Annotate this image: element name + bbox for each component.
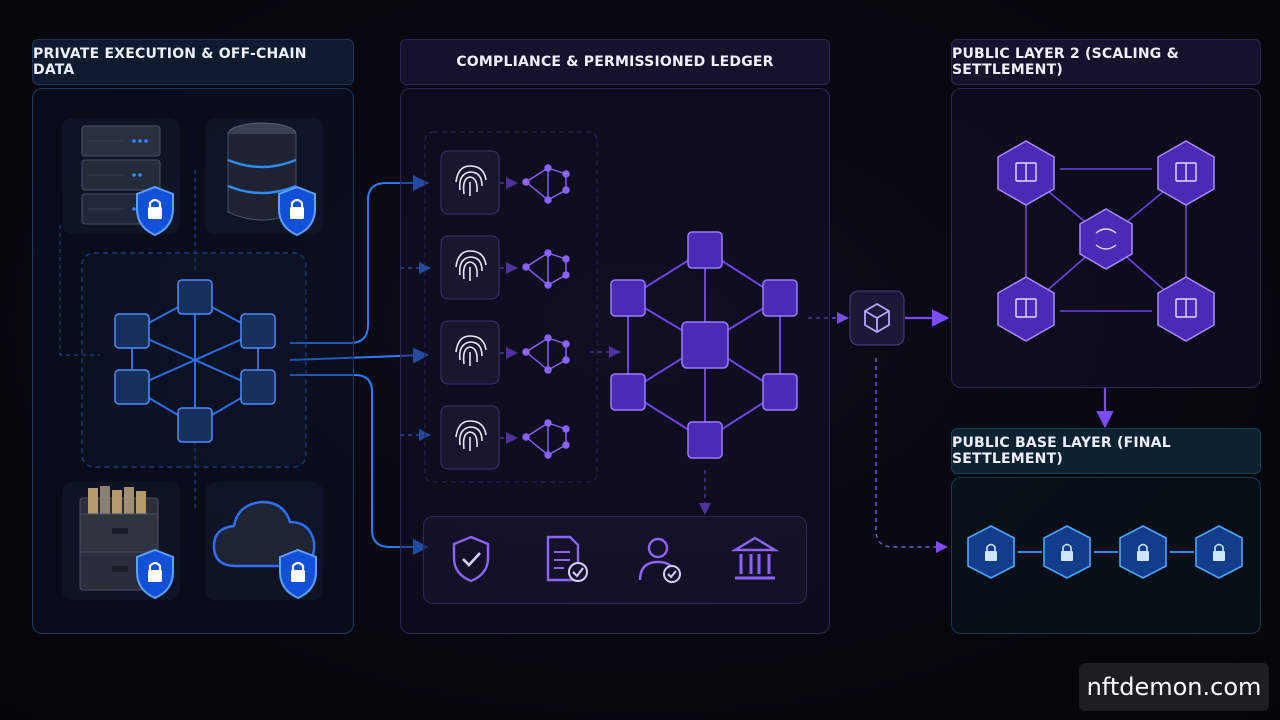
identity-rows bbox=[440, 150, 570, 470]
shield-check-icon bbox=[452, 535, 490, 583]
user-verified-icon bbox=[638, 537, 681, 583]
shield-lock-icon bbox=[278, 185, 316, 237]
watermark: nftdemon.com bbox=[1079, 663, 1269, 711]
cloud-icon bbox=[212, 500, 316, 568]
layer2-rollup-mesh bbox=[997, 140, 1215, 342]
shield-lock-icon bbox=[279, 548, 317, 600]
bank-icon bbox=[731, 536, 779, 580]
fingerprint-icon bbox=[440, 235, 500, 300]
permissioned-ledger-mesh bbox=[610, 231, 798, 459]
layer2-header: PUBLIC LAYER 2 (SCALING & SETTLEMENT) bbox=[951, 39, 1261, 85]
base-layer-chain bbox=[967, 525, 1243, 579]
private-execution-header: PRIVATE EXECUTION & OFF-CHAIN DATA bbox=[32, 39, 354, 85]
fingerprint-icon bbox=[440, 405, 500, 470]
shield-lock-icon bbox=[136, 185, 174, 237]
base-layer-header: PUBLIC BASE LAYER (FINAL SETTLEMENT) bbox=[951, 428, 1261, 474]
compliance-header: COMPLIANCE & PERMISSIONED LEDGER bbox=[400, 39, 830, 85]
private-execution-mesh bbox=[114, 279, 276, 443]
shield-lock-icon bbox=[136, 548, 174, 600]
file-cabinet-icon bbox=[79, 486, 159, 591]
document-check-icon bbox=[546, 535, 588, 582]
fingerprint-icon bbox=[440, 320, 500, 385]
cube-icon bbox=[849, 290, 905, 346]
fingerprint-icon bbox=[440, 150, 500, 215]
sync-cube-icon bbox=[1079, 208, 1133, 270]
